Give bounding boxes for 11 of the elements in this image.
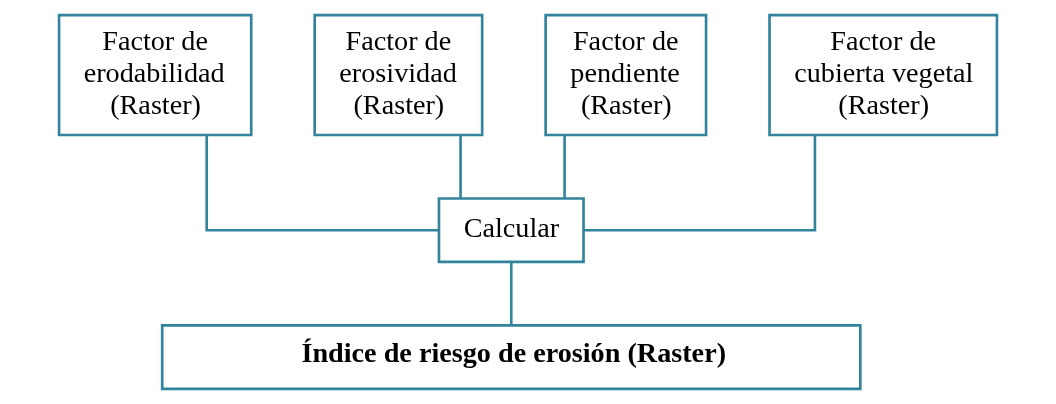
node-box: Calcular bbox=[437, 197, 585, 264]
node-box: Factor de pendiente (Raster) bbox=[544, 13, 708, 137]
node-box: Factor de erodabilidad (Raster) bbox=[57, 13, 253, 137]
connector bbox=[509, 262, 513, 325]
node-box: Factor de cubierta vegetal (Raster) bbox=[768, 13, 999, 137]
node-box: Factor de erosividad (Raster) bbox=[313, 13, 484, 137]
connector bbox=[205, 135, 439, 232]
connector bbox=[563, 135, 566, 199]
connector bbox=[584, 135, 817, 232]
connector bbox=[459, 135, 462, 199]
node-box: Índice de riesgo de erosión (Raster) bbox=[160, 324, 862, 391]
